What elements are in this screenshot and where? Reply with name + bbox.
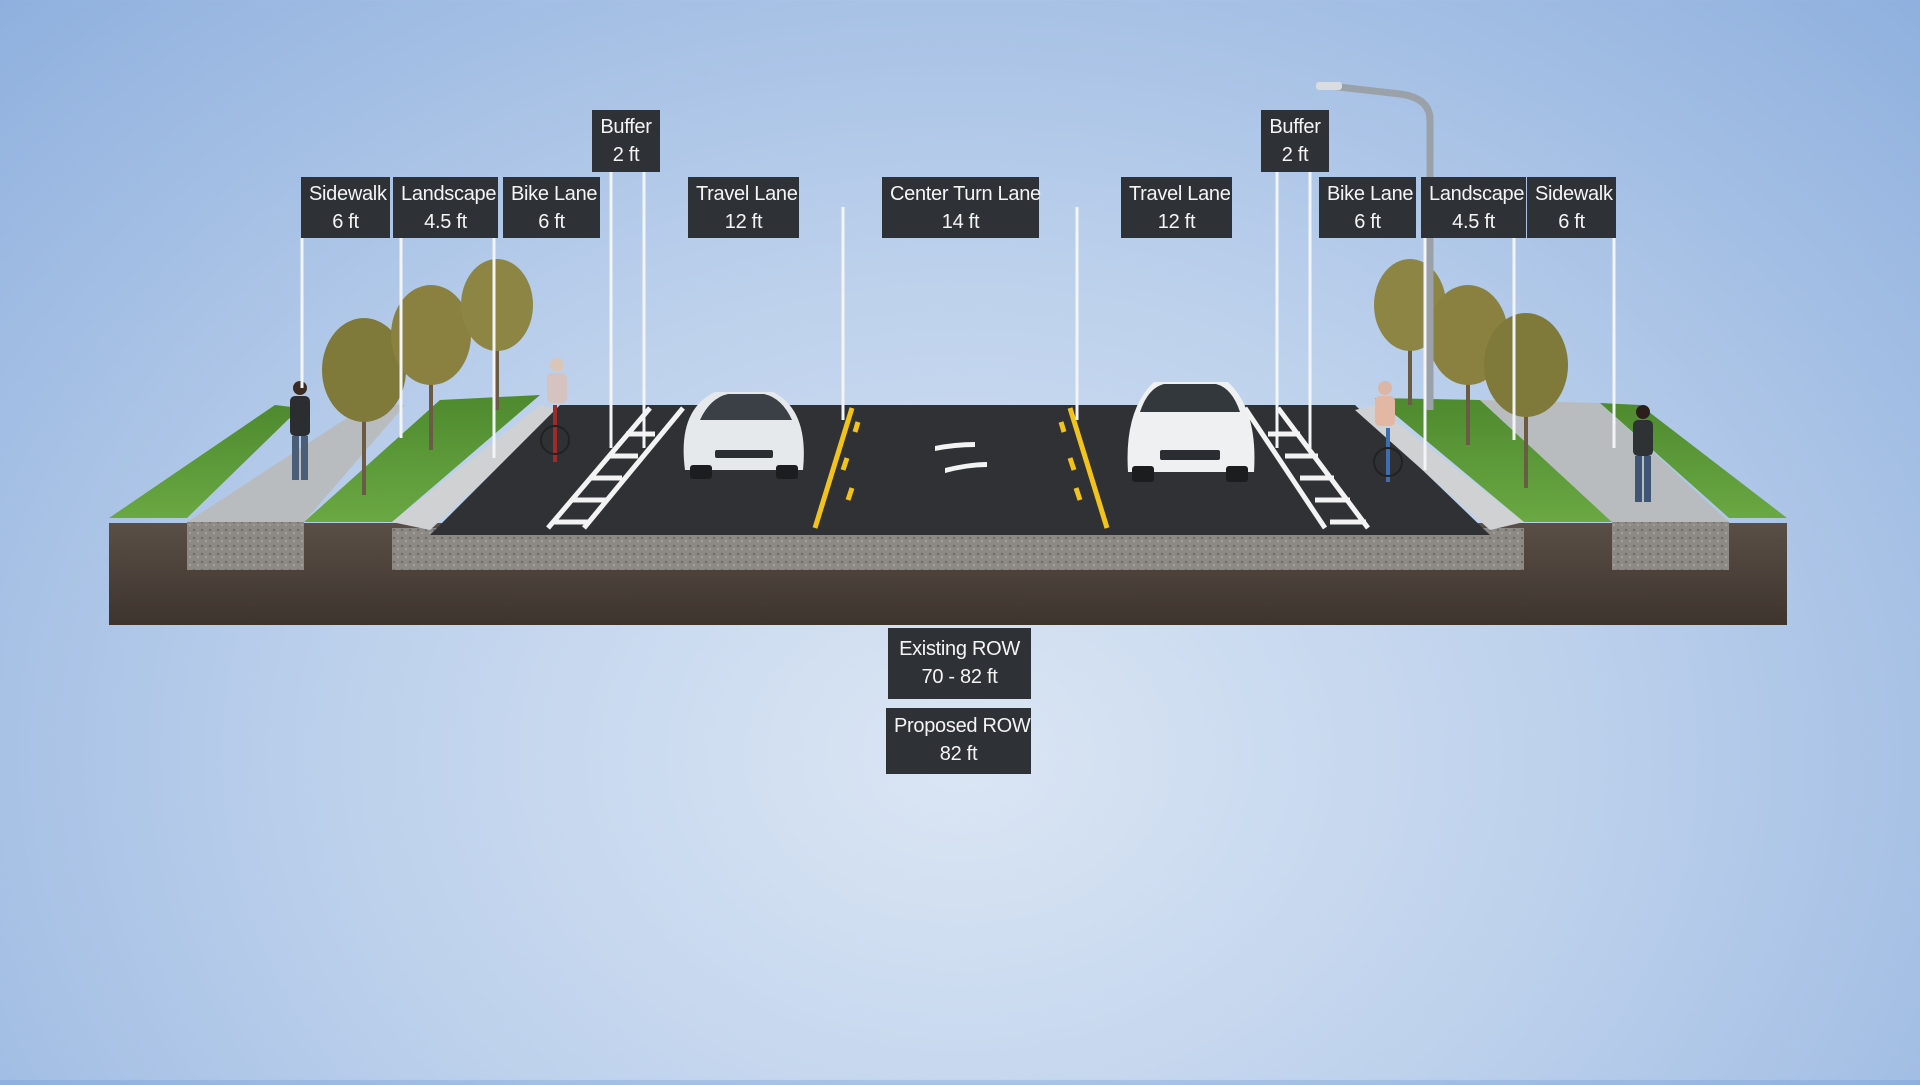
center-lane-yellow-lines xyxy=(812,407,1110,529)
label-width: 14 ft xyxy=(941,211,980,233)
label-name: Bike Lane xyxy=(511,183,598,205)
label-right-bike-lane: Bike Lane 6 ft xyxy=(1319,177,1416,238)
label-width: 2 ft xyxy=(612,144,640,166)
label-left-travel-lane: Travel Lane 12 ft xyxy=(688,177,799,238)
car-right xyxy=(1127,382,1255,482)
label-width: 6 ft xyxy=(1558,211,1585,233)
right-sidewalk xyxy=(1480,400,1729,522)
right-sidewalk-base xyxy=(1612,522,1729,570)
label-right-landscape: Landscape 4.5 ft xyxy=(1421,177,1526,238)
label-width: 12 ft xyxy=(724,211,763,233)
label-name: Travel Lane xyxy=(696,183,798,205)
left-curb xyxy=(392,405,560,530)
label-name: Buffer xyxy=(600,116,652,138)
label-name: Existing ROW xyxy=(899,638,1020,660)
label-right-travel-lane: Travel Lane 12 ft xyxy=(1121,177,1232,238)
label-name: Landscape xyxy=(401,183,497,205)
label-name: Proposed ROW xyxy=(894,715,1031,737)
label-name: Landscape xyxy=(1429,183,1525,205)
label-left-buffer: Buffer 2 ft xyxy=(592,110,660,172)
road-asphalt xyxy=(430,405,1490,535)
label-left-bike-lane: Bike Lane 6 ft xyxy=(503,177,600,238)
pedestrian-left xyxy=(290,381,310,480)
label-posts xyxy=(300,172,1616,470)
label-name: Bike Lane xyxy=(1327,183,1414,205)
left-outer-grass xyxy=(109,405,300,518)
label-width: 70 - 82 ft xyxy=(921,666,998,688)
label-name: Sidewalk xyxy=(1535,183,1613,205)
label-name: Buffer xyxy=(1269,116,1321,138)
right-buffer-markings xyxy=(1242,406,1370,530)
pedestrian-right xyxy=(1633,405,1653,502)
label-right-sidewalk: Sidewalk 6 ft xyxy=(1527,177,1616,238)
label-width: 2 ft xyxy=(1281,144,1309,166)
turn-arrow-markings xyxy=(935,442,987,473)
label-width: 4.5 ft xyxy=(424,211,467,233)
label-width: 4.5 ft xyxy=(1452,211,1495,233)
label-left-landscape: Landscape 4.5 ft xyxy=(393,177,498,238)
car-left xyxy=(683,392,804,479)
label-width: 6 ft xyxy=(1354,211,1381,233)
label-center-turn-lane: Center Turn Lane 14 ft xyxy=(882,177,1041,238)
label-width: 82 ft xyxy=(939,743,978,765)
left-sidewalk-base xyxy=(187,522,304,570)
left-trees xyxy=(322,259,533,495)
right-curb xyxy=(1355,405,1524,530)
label-name: Sidewalk xyxy=(309,183,387,205)
label-name: Travel Lane xyxy=(1129,183,1231,205)
cyclist-left xyxy=(540,358,570,462)
label-name: Center Turn Lane xyxy=(890,183,1041,205)
label-right-buffer: Buffer 2 ft xyxy=(1261,110,1329,172)
label-width: 6 ft xyxy=(538,211,565,233)
label-proposed-row: Proposed ROW 82 ft xyxy=(886,708,1031,774)
street-light xyxy=(1316,82,1434,410)
label-width: 12 ft xyxy=(1157,211,1196,233)
cyclist-right xyxy=(1373,381,1403,482)
label-left-sidewalk: Sidewalk 6 ft xyxy=(301,177,390,238)
right-landscape-strip xyxy=(1375,398,1612,522)
left-buffer-markings xyxy=(546,406,685,530)
label-width: 6 ft xyxy=(332,211,359,233)
label-existing-row: Existing ROW 70 - 82 ft xyxy=(888,628,1031,699)
